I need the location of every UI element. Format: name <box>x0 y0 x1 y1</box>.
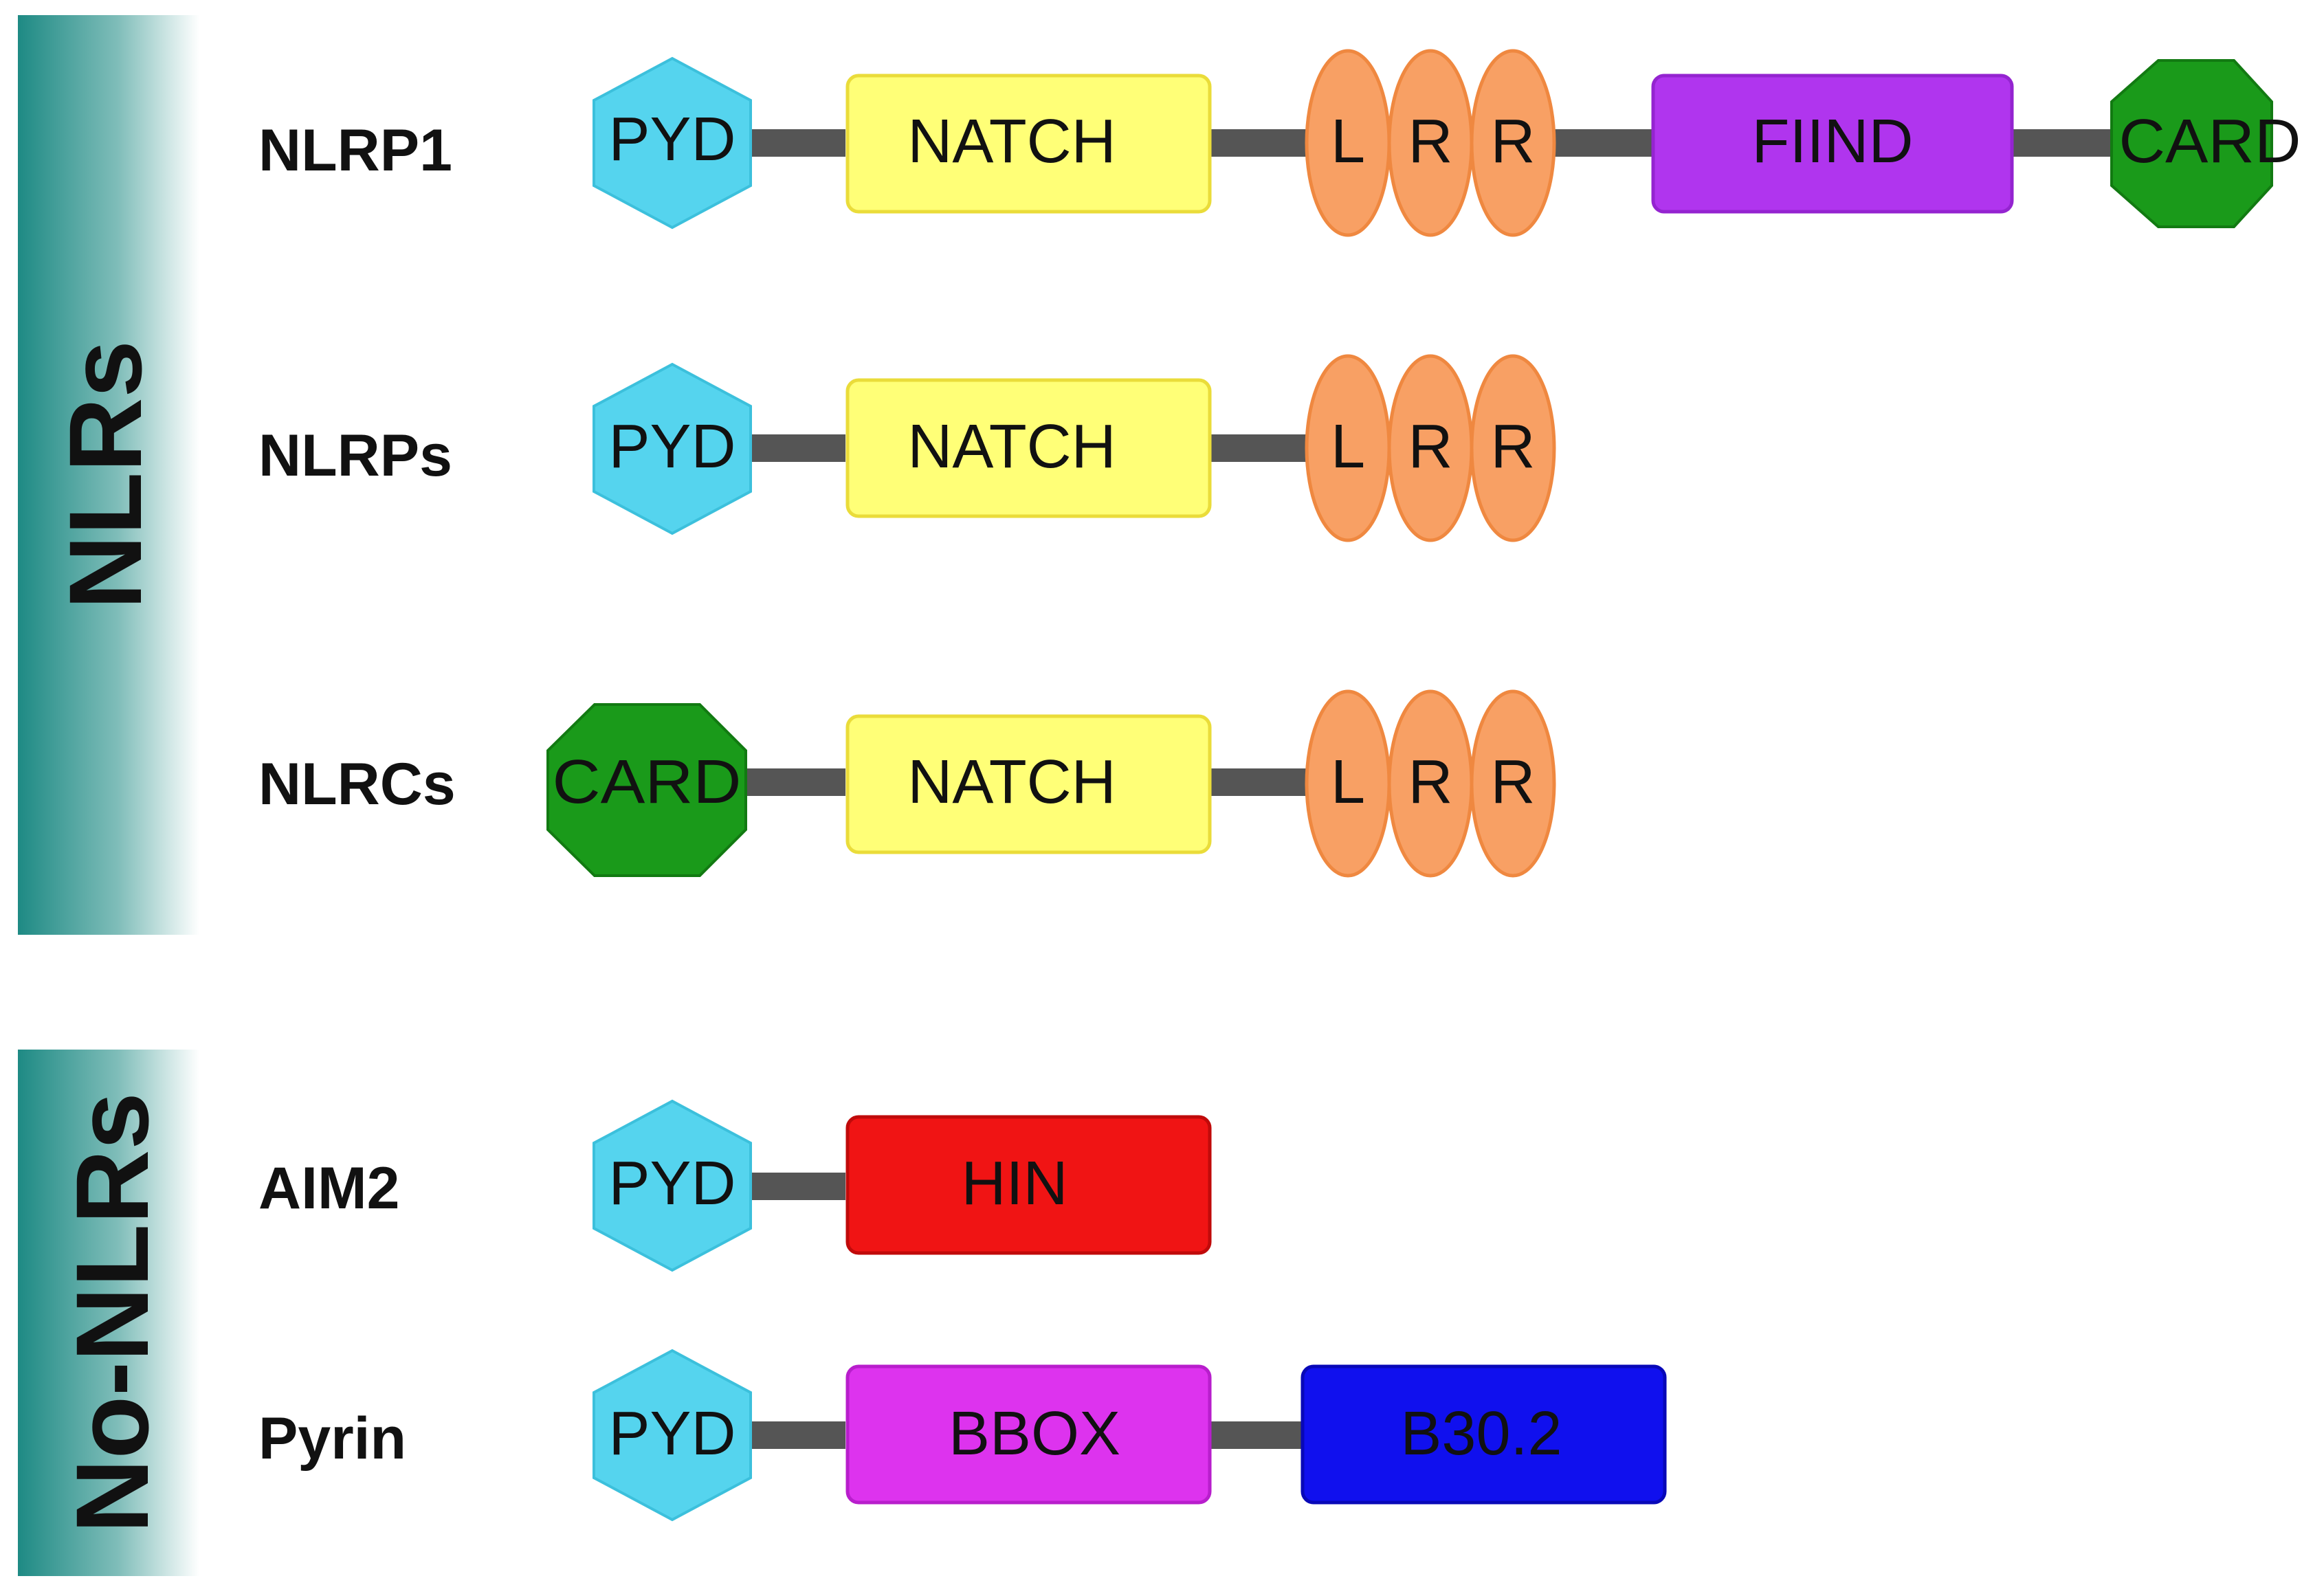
row-label-nlrps: NLRPs <box>258 423 452 489</box>
natch-label: NATCH <box>907 748 1116 817</box>
lrr-letter: R <box>1491 107 1536 176</box>
linker <box>746 1173 845 1200</box>
linker <box>1550 129 1653 157</box>
domain-b30-2: B30.2 <box>1301 1364 1667 1505</box>
natch-label: NATCH <box>907 412 1116 481</box>
domain-natch: NATCH <box>845 74 1212 214</box>
group-label-no-nlrs: No-NLRs <box>54 1092 170 1533</box>
row-label-aim2: AIM2 <box>258 1155 399 1221</box>
row-nlrp1: PYD NATCH L R R FIIND CARD <box>593 49 2301 237</box>
row-aim2: PYD HIN <box>593 1099 1212 1272</box>
domain-pyd: PYD <box>593 1349 752 1522</box>
bbox-label: BBOX <box>949 1399 1120 1468</box>
linker <box>1210 768 1309 796</box>
row-label-nlrp1: NLRP1 <box>258 118 452 184</box>
linker <box>746 768 845 796</box>
card-label: CARD <box>553 748 742 817</box>
fiind-box <box>1651 74 2014 214</box>
domain-fiind: FIIND <box>1651 74 2014 214</box>
domain-natch: NATCH <box>845 714 1212 854</box>
group-nlrs: NLRs <box>18 15 199 935</box>
lrr-letter: R <box>1408 107 1453 176</box>
row-nlrps: PYD NATCH L R R <box>593 354 1556 542</box>
linker <box>1210 434 1309 462</box>
lrr-letter: L <box>1331 107 1365 176</box>
lrr-letter: R <box>1491 412 1536 481</box>
card-octagon <box>2110 59 2273 228</box>
row-nlrcs: CARD NATCH L R R <box>546 689 1556 878</box>
natch-box <box>845 714 1212 854</box>
domain-lrr: L R R <box>1305 354 1556 542</box>
domain-lrr: L R R <box>1305 49 1556 237</box>
pyd-label: PYD <box>608 105 735 174</box>
lrr-letter: R <box>1491 748 1536 817</box>
pyd-hexagon <box>593 56 752 230</box>
pyd-hexagon <box>593 1099 752 1272</box>
lrr-letter: L <box>1331 412 1365 481</box>
natch-box <box>845 74 1212 214</box>
group-no-nlrs: No-NLRs <box>18 1050 199 1576</box>
linker <box>2011 129 2114 157</box>
linker <box>746 129 845 157</box>
domain-hin: HIN <box>845 1115 1212 1255</box>
pyd-label: PYD <box>608 412 735 481</box>
pyd-hexagon <box>593 362 752 535</box>
domain-pyd: PYD <box>593 56 752 230</box>
natch-box <box>845 378 1212 518</box>
linker <box>746 434 845 462</box>
pyd-label: PYD <box>608 1149 735 1218</box>
domain-bbox: BBOX <box>845 1364 1212 1505</box>
row-pyrin: PYD BBOX B30.2 <box>593 1349 1667 1522</box>
linker <box>1210 129 1309 157</box>
card-label: CARD <box>2119 107 2301 176</box>
domain-pyd: PYD <box>593 1099 752 1272</box>
natch-label: NATCH <box>907 107 1116 176</box>
hin-box <box>845 1115 1212 1255</box>
lrr-letter: R <box>1408 412 1453 481</box>
card-octagon <box>546 703 747 877</box>
domain-natch: NATCH <box>845 378 1212 518</box>
pyd-label: PYD <box>608 1399 735 1468</box>
domain-lrr: L R R <box>1305 689 1556 878</box>
pyd-hexagon <box>593 1349 752 1522</box>
b30-2-label: B30.2 <box>1400 1399 1562 1468</box>
domain-card: CARD <box>546 703 747 877</box>
lrr-ellipse <box>1470 49 1556 237</box>
group-label-nlrs: NLRs <box>47 340 163 610</box>
hin-label: HIN <box>962 1149 1068 1218</box>
row-label-pyrin: Pyrin <box>258 1406 406 1472</box>
lrr-letter: L <box>1331 748 1365 817</box>
lrr-ellipse <box>1470 354 1556 542</box>
bbox-box <box>845 1364 1212 1505</box>
b30-2-box <box>1301 1364 1667 1505</box>
linker <box>746 1421 845 1449</box>
row-label-nlrcs: NLRCs <box>258 751 456 817</box>
domain-card: CARD <box>2110 59 2301 228</box>
group-bar-nlrs <box>18 15 199 935</box>
lrr-letter: R <box>1408 748 1453 817</box>
linker <box>1210 1421 1306 1449</box>
group-bar-no-nlrs <box>18 1050 199 1576</box>
fiind-label: FIIND <box>1752 107 1914 176</box>
domain-pyd: PYD <box>593 362 752 535</box>
lrr-ellipse <box>1470 689 1556 878</box>
